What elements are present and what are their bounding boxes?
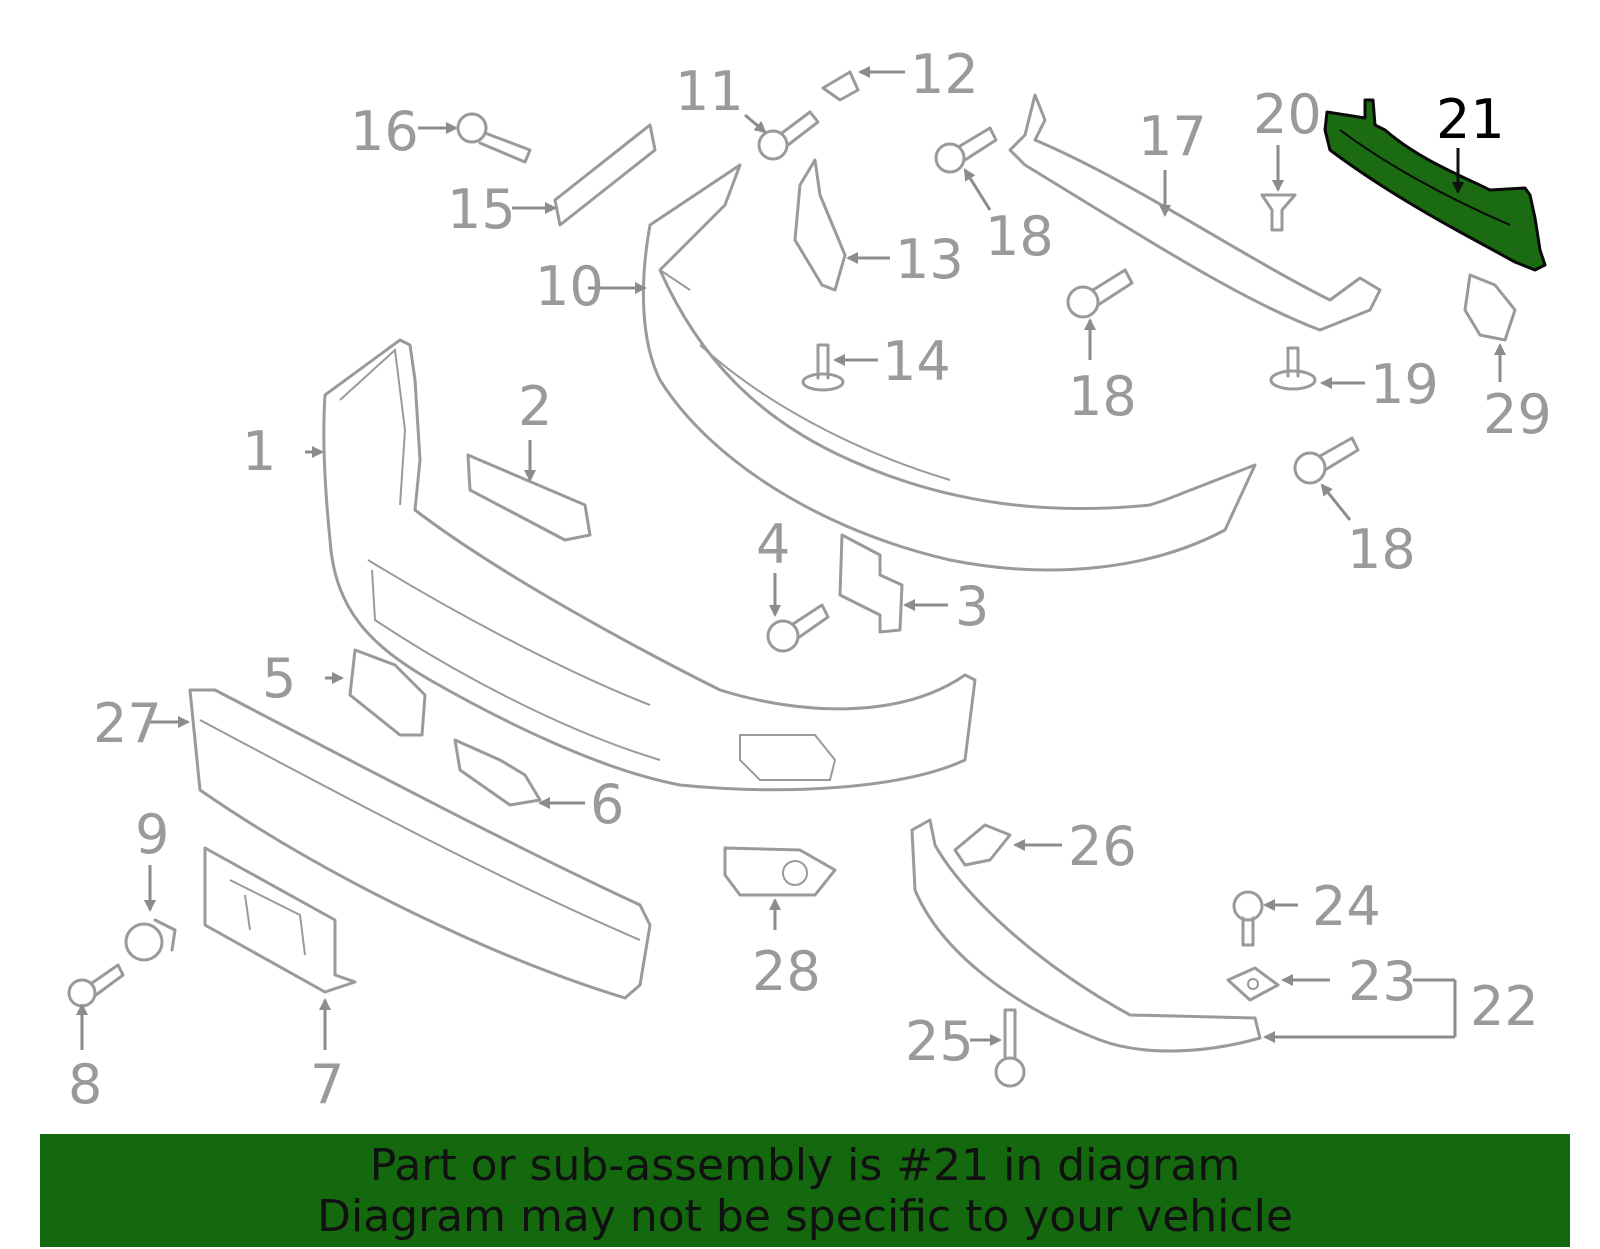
callout-15: 15 [447, 178, 516, 241]
part-21-highlighted[interactable] [1323, 98, 1547, 272]
banner-line-1: Part or sub-assembly is #21 in diagram [369, 1140, 1241, 1191]
part-27-valance [188, 688, 652, 1000]
bolt-16 [456, 112, 532, 164]
clip-20 [1260, 193, 1297, 232]
callout-19: 19 [1370, 353, 1439, 416]
callout-11: 11 [675, 60, 744, 123]
part-22-deflector [910, 818, 1262, 1053]
callout-numbers: 1 2 3 4 5 6 7 8 9 10 11 12 13 14 15 16 1… [68, 43, 1552, 1116]
part-13-bracket [793, 158, 847, 292]
callout-6: 6 [590, 773, 624, 836]
info-banner: Part or sub-assembly is #21 in diagram D… [40, 1134, 1570, 1247]
part-2-bracket [466, 453, 592, 542]
callout-18b: 18 [1068, 365, 1137, 428]
pin-19 [1269, 346, 1317, 391]
callout-26: 26 [1068, 815, 1137, 878]
bolt-8 [67, 963, 125, 1008]
clip-12 [821, 70, 860, 102]
bolt-11 [757, 110, 820, 161]
part-17-reinforcement [1008, 93, 1382, 332]
callout-9: 9 [135, 803, 169, 866]
bolt-18a [934, 126, 998, 174]
part-26-clip [953, 823, 1012, 867]
part-6-bracket [453, 738, 542, 807]
part-29-bracket [1463, 273, 1517, 342]
callout-29: 29 [1483, 383, 1552, 446]
callout-22: 22 [1470, 975, 1539, 1038]
callout-1: 1 [242, 420, 276, 483]
bolt-4 [766, 603, 830, 653]
callout-27: 27 [93, 692, 162, 755]
pin-14 [801, 343, 845, 392]
part-1-front-bumper [322, 338, 977, 792]
bolt-25 [994, 1008, 1026, 1088]
callout-25: 25 [905, 1010, 974, 1073]
callout-5: 5 [262, 647, 296, 710]
part-23-nut [1226, 966, 1280, 1002]
callout-28: 28 [752, 940, 821, 1003]
callout-8: 8 [68, 1053, 102, 1116]
callout-10: 10 [535, 255, 604, 318]
callout-12: 12 [910, 43, 979, 106]
callout-14: 14 [882, 330, 951, 393]
callout-4: 4 [756, 513, 790, 576]
part-28-fog-bezel [723, 846, 837, 897]
callout-20: 20 [1253, 83, 1322, 146]
callout-17: 17 [1138, 105, 1207, 168]
callout-18c: 18 [1347, 518, 1416, 581]
part-3-bracket [838, 533, 904, 634]
part-9-clip [124, 918, 177, 962]
callout-3: 3 [955, 575, 989, 638]
part-5-bracket [348, 648, 427, 737]
part-10-bumper-cover [641, 163, 1257, 572]
callout-18a: 18 [985, 205, 1054, 268]
leader-lines [76, 66, 1506, 1050]
part-15-bracket [553, 123, 657, 227]
callout-7: 7 [310, 1053, 344, 1116]
bolt-24 [1232, 890, 1264, 947]
callout-2: 2 [518, 375, 552, 438]
callout-23: 23 [1348, 950, 1417, 1013]
bolt-18b [1066, 268, 1134, 319]
callout-21: 21 [1436, 88, 1505, 151]
part-7-license-bracket [203, 846, 357, 994]
banner-line-2: Diagram may not be specific to your vehi… [317, 1191, 1293, 1242]
callout-24: 24 [1312, 875, 1381, 938]
callout-13: 13 [895, 228, 964, 291]
callout-16: 16 [350, 100, 419, 163]
bolt-18c [1293, 436, 1360, 485]
